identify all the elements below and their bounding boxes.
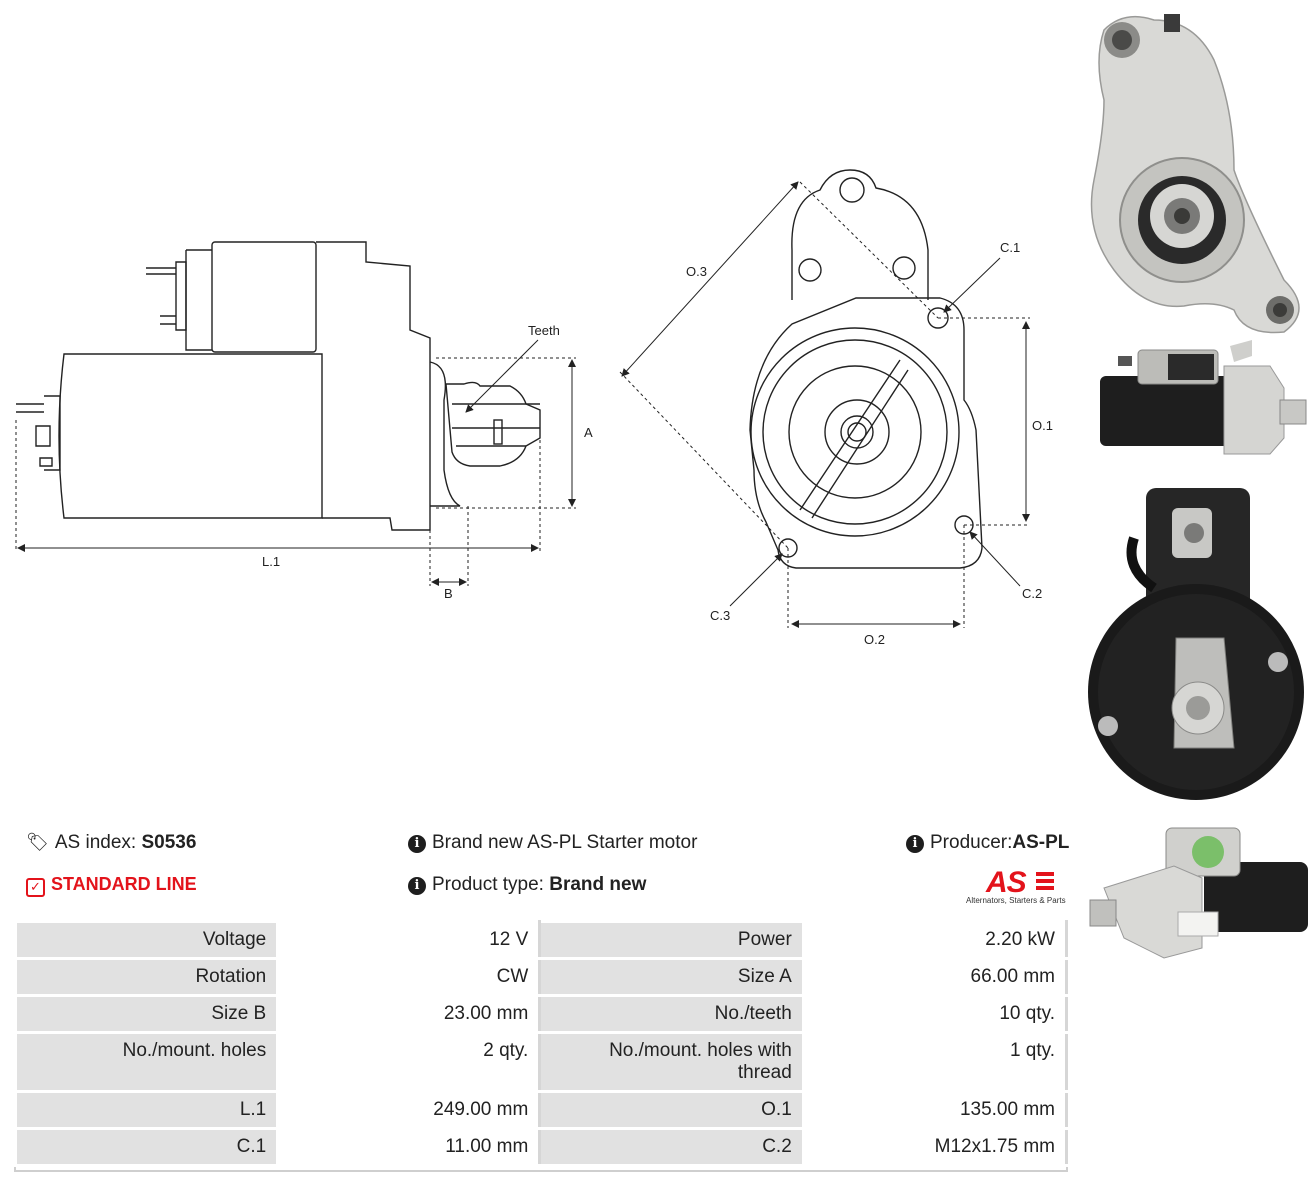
standard-line-label: STANDARD LINE <box>51 874 197 894</box>
spec-label: Power <box>538 920 805 960</box>
spec-label: Size A <box>538 957 805 997</box>
label-o1: O.1 <box>1032 418 1053 433</box>
spec-label: O.1 <box>538 1090 805 1130</box>
product-photo-angled <box>1089 827 1308 959</box>
label-o2: O.2 <box>864 632 885 647</box>
as-pl-logo: AS Alternators, Starters & Parts <box>958 866 1070 910</box>
as-index-value: S0536 <box>141 832 197 853</box>
label-l1: L.1 <box>262 554 280 569</box>
side-view <box>16 241 541 531</box>
product-photo-front <box>1090 14 1300 334</box>
producer-label: Producer: <box>930 832 1013 853</box>
tags-icon: 🏷 <box>26 832 49 852</box>
producer-value: AS-PL <box>1012 832 1070 853</box>
label-a: A <box>584 425 593 440</box>
table-row: No./mount. holes 2 qty. No./mount. holes… <box>13 1031 1069 1093</box>
standard-line: ✓ STANDARD LINE <box>26 874 197 897</box>
spec-label: Rotation <box>13 957 280 997</box>
as-index-label: AS index: <box>54 832 137 853</box>
table-row: L.1 249.00 mm O.1 135.00 mm <box>13 1090 1069 1130</box>
table-row: Size B 23.00 mm No./teeth 10 qty. <box>13 994 1069 1034</box>
info-icon: i <box>408 877 426 895</box>
spec-value: CW <box>276 957 542 997</box>
spec-table: Voltage 12 V Power 2.20 kW Rotation CW S… <box>13 920 1069 1167</box>
spec-value: 12 V <box>276 920 542 960</box>
spec-value: 1 qty. <box>801 1031 1069 1093</box>
label-b: B <box>444 586 453 601</box>
check-square-icon: ✓ <box>26 878 45 897</box>
spec-label: C.1 <box>13 1127 280 1167</box>
product-type-label: Product type: <box>432 874 544 895</box>
spec-value: 2.20 kW <box>801 920 1069 960</box>
spec-value: 249.00 mm <box>276 1090 542 1130</box>
label-c3: C.3 <box>710 608 730 623</box>
label-c2: C.2 <box>1022 586 1042 601</box>
product-type-value: Brand new <box>549 874 647 895</box>
info-icon: i <box>408 835 426 853</box>
spec-table-body: Voltage 12 V Power 2.20 kW Rotation CW S… <box>13 920 1069 1167</box>
spec-value: M12x1.75 mm <box>801 1127 1069 1167</box>
table-row: Rotation CW Size A 66.00 mm <box>13 957 1069 997</box>
logo-mark: AS <box>986 866 1027 899</box>
side-view-dimensions <box>15 339 576 586</box>
product-type: i Product type: Brand new <box>408 874 646 896</box>
spec-label: No./mount. holes with thread <box>538 1031 805 1093</box>
product-photo-rear <box>1088 488 1304 800</box>
front-view-dimensions <box>619 181 1030 628</box>
spec-value: 2 qty. <box>276 1031 542 1093</box>
front-view <box>749 169 983 569</box>
as-index: 🏷AS index: S0536 <box>26 832 196 854</box>
table-row: C.1 11.00 mm C.2 M12x1.75 mm <box>13 1127 1069 1167</box>
spec-value: 23.00 mm <box>276 994 542 1034</box>
label-teeth: Teeth <box>528 323 560 338</box>
spec-value: 135.00 mm <box>801 1090 1069 1130</box>
product-photo-side <box>1100 340 1307 455</box>
description: i Brand new AS-PL Starter motor <box>408 832 697 854</box>
spec-value: 11.00 mm <box>276 1127 542 1167</box>
producer: i Producer:AS-PL <box>906 832 1069 854</box>
technical-drawing: Teeth A L.1 B O.3 C.1 O.1 C.2 <box>15 169 1053 647</box>
spec-label: No./mount. holes <box>13 1031 280 1093</box>
info-icon: i <box>906 835 924 853</box>
logo-tagline: Alternators, Starters & Parts <box>966 896 1066 905</box>
spec-label: L.1 <box>13 1090 280 1130</box>
label-o3: O.3 <box>686 264 707 279</box>
spec-label: Voltage <box>13 920 280 960</box>
spec-label: C.2 <box>538 1127 805 1167</box>
logo-bars <box>1036 872 1054 893</box>
spec-label: No./teeth <box>538 994 805 1034</box>
spec-value: 66.00 mm <box>801 957 1069 997</box>
spec-value: 10 qty. <box>801 994 1069 1034</box>
table-row: Voltage 12 V Power 2.20 kW <box>13 920 1069 960</box>
description-text: Brand new AS-PL Starter motor <box>432 832 698 853</box>
spec-label: Size B <box>13 994 280 1034</box>
label-c1: C.1 <box>1000 240 1020 255</box>
